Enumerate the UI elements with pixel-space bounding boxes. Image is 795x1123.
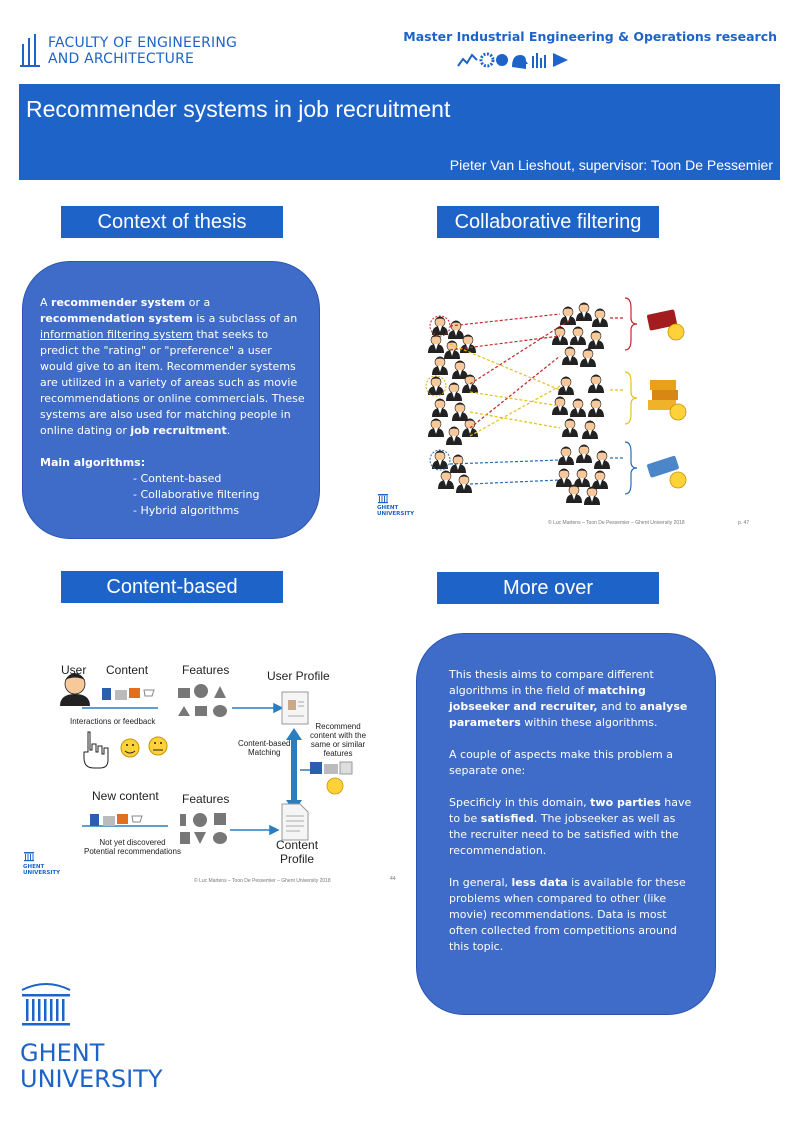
content-copyright: © Luc Martens – Toon De Pessemier – Ghen… <box>194 878 331 884</box>
ghent-university-logo-icon <box>21 983 71 1026</box>
heading-collaborative: Collaborative filtering <box>437 206 659 238</box>
user-group-blue <box>555 444 611 506</box>
gear-icon <box>479 52 495 68</box>
label-features: Features <box>182 663 230 677</box>
content-profile-doc-icon <box>281 803 309 841</box>
algorithm-item: - Content-based <box>133 472 222 485</box>
ghent-university-name: GHENT UNIVERSITY <box>20 1040 163 1092</box>
more-over-panel: This thesis aims to compare different al… <box>416 633 716 1015</box>
info-filtering-link[interactable]: information filtering system <box>40 328 193 341</box>
play-icon <box>553 53 568 67</box>
faculty-line-2: AND ARCHITECTURE <box>48 51 195 67</box>
algorithm-item: - Hybrid algorithms <box>133 504 240 517</box>
content-based-diagram <box>24 673 353 862</box>
bar-icon <box>532 56 534 68</box>
smiley-icons <box>120 736 168 758</box>
ghent-mini-logo-icon <box>24 852 34 862</box>
faculty-name: FACULTY OF ENGINEERING AND ARCHITECTURE <box>48 35 237 67</box>
algorithm-item: - Collaborative filtering <box>133 488 260 501</box>
user-icon <box>60 673 90 706</box>
collab-copyright: © Luc Martens – Toon De Pessemier – Ghen… <box>548 520 685 526</box>
content-page: 44 <box>390 876 396 882</box>
poster-title: Recommender systems in job recruitment <box>26 96 451 122</box>
university-line: UNIVERSITY <box>20 1065 163 1093</box>
pie-icon <box>496 54 508 66</box>
more-paragraph-1: This thesis aims to compare different al… <box>449 668 688 729</box>
program-title: Master Industrial Engineering & Operatio… <box>403 29 777 44</box>
heading-context: Context of thesis <box>61 206 283 238</box>
book-stack-icon-yellow <box>648 380 687 421</box>
new-content-media-icons <box>90 814 143 826</box>
label-features-2: Features <box>182 792 230 806</box>
label-content: Content <box>106 663 149 677</box>
title-banner <box>19 84 780 180</box>
context-paragraph: A recommender system or a recommendation… <box>40 296 305 437</box>
faculty-line-1: FACULTY OF ENGINEERING <box>48 35 238 51</box>
more-paragraph-2: A couple of aspects make this problem a … <box>449 748 674 777</box>
heading-more-over: More over <box>437 572 659 604</box>
user-profile-doc-icon <box>281 691 309 725</box>
head-icon <box>512 55 528 69</box>
program-icons <box>457 52 568 69</box>
feature-shapes-bottom <box>180 813 227 844</box>
label-interactions: Interactions or feedback <box>70 717 156 726</box>
content-media-icons <box>102 688 155 700</box>
collab-page: p. 47 <box>738 520 750 526</box>
hand-pointer-icon <box>83 731 109 769</box>
faculty-logo-icon <box>20 34 40 67</box>
more-paragraph-4: In general, less data is available for t… <box>449 876 686 953</box>
collaborative-filtering-diagram <box>378 297 687 506</box>
user-group-left <box>427 316 479 494</box>
book-icon-blue <box>647 455 687 489</box>
label-user-profile: User Profile <box>267 669 330 683</box>
recommended-media-icons <box>310 761 353 795</box>
more-paragraph-3: Specificly in this domain, two parties h… <box>449 796 692 857</box>
poster-authors: Pieter Van Lieshout, supervisor: Toon De… <box>449 157 773 173</box>
context-panel: A recommender system or a recommendation… <box>22 261 320 539</box>
chart-line-icon <box>457 53 478 67</box>
ghent-mini-logo-icon <box>378 494 388 504</box>
book-icon-red <box>647 309 685 341</box>
user-group-yellow <box>551 374 605 440</box>
label-new-content: New content <box>92 789 159 803</box>
heading-content-based: Content-based <box>61 571 283 603</box>
user-group-red <box>551 302 609 368</box>
ghent-line: GHENT <box>20 1039 105 1067</box>
main-algorithms-label: Main algorithms: <box>40 456 146 469</box>
label-user: User <box>61 663 87 677</box>
feature-shapes-top <box>178 684 227 717</box>
